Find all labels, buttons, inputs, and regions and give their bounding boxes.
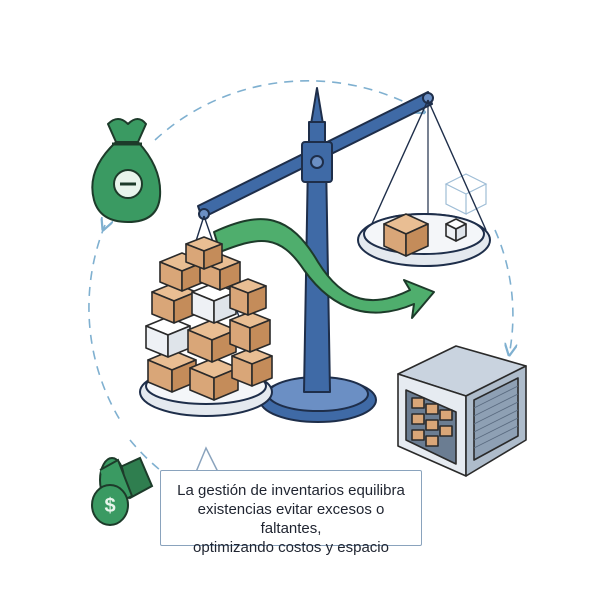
cycle-dashed-ring [88,80,513,471]
warehouse-icon [397,345,527,477]
faint-box-outline [444,173,488,215]
caption-pointer [195,446,219,473]
cardboard-boxes-stack [145,236,273,401]
caption-line-3: optimizando costos y espacio [193,539,389,556]
dollar-coin-stack-icon: $ [91,456,154,526]
cardboard-box-small [383,213,467,257]
caption-line-2: existencias evitar excesos o faltantes, [197,501,385,537]
flow-arrow [213,218,435,319]
caption-line-1: La gestión de inventarios equilibra [177,482,405,499]
money-bag-minus-icon [91,118,162,223]
caption-box: La gestión de inventarios equilibra exis… [160,470,422,556]
svg-text:$: $ [104,495,115,517]
